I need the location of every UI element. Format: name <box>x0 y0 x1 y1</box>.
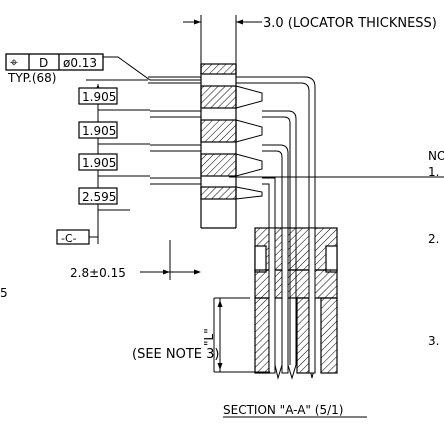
length-l-label: "L" <box>202 328 216 346</box>
pitch-label-2: 1.905 <box>82 124 116 138</box>
notes-header: NO <box>428 149 444 163</box>
length-dimension: "L" <box>202 297 270 373</box>
locator-thickness-dimension: 3.0 (LOCATOR THICKNESS) <box>183 15 437 64</box>
pitch-label-1: 1.905 <box>82 90 116 104</box>
locator-block <box>200 63 263 229</box>
bottom-offset-label: 2.595 <box>82 190 116 204</box>
notes-column: NO 1. 2. 3. <box>428 149 444 348</box>
note-2-marker: 2. <box>428 232 439 246</box>
datum-d-label: D <box>39 56 48 70</box>
housing-body <box>254 227 338 374</box>
horizontal-dimension: 2.8±0.15 <box>70 240 201 280</box>
datum-c-label: -C- <box>61 232 77 245</box>
feature-control-frame: ⌖ D ø0.13 TYP.(68) <box>5 53 201 85</box>
right-angle-pins <box>229 76 444 380</box>
horizontal-dimension-label: 2.8±0.15 <box>70 266 126 280</box>
locator-thickness-label: 3.0 (LOCATOR THICKNESS) <box>263 16 437 31</box>
section-title: SECTION "A-A" (5/1) <box>223 403 343 417</box>
pin-leads-left <box>148 76 201 185</box>
note-3-marker: 3. <box>428 334 439 348</box>
pitch-label-3: 1.905 <box>82 156 116 170</box>
position-symbol-icon: ⌖ <box>10 55 18 71</box>
see-note-label: (SEE NOTE 3) <box>132 347 219 362</box>
left-edge-fragment: 5 <box>0 286 8 300</box>
pitch-dimension-chain: 1.905 1.905 1.905 2.595 -C- <box>56 79 150 245</box>
tolerance-value: ø0.13 <box>63 56 97 70</box>
note-1-marker: 1. <box>428 165 439 179</box>
typical-count-label: TYP.(68) <box>7 71 56 85</box>
